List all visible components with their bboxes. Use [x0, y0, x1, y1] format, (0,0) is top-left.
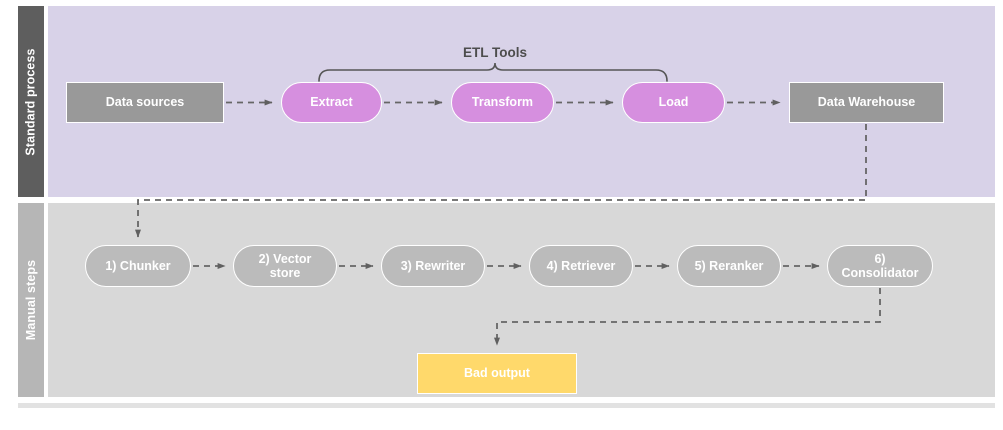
- etl-tools-label: ETL Tools: [463, 45, 527, 60]
- node-label-transform: Transform: [471, 95, 534, 110]
- node-rewriter[interactable]: 3) Rewriter: [381, 245, 485, 287]
- lane-label-manual-steps: Manual steps: [24, 259, 39, 341]
- node-consolidator[interactable]: 6) Consolidator: [827, 245, 933, 287]
- bottom-divider: [18, 403, 995, 408]
- node-label-bad-output: Bad output: [464, 366, 530, 381]
- node-label-data-warehouse: Data Warehouse: [817, 95, 916, 110]
- node-transform[interactable]: Transform: [451, 82, 554, 123]
- node-chunker[interactable]: 1) Chunker: [85, 245, 191, 287]
- node-label-load: Load: [658, 95, 689, 110]
- node-label-reranker: 5) Reranker: [694, 258, 764, 273]
- node-label-retriever: 4) Retriever: [546, 258, 616, 273]
- node-label-extract: Extract: [310, 95, 353, 110]
- node-bad-output[interactable]: Bad output: [417, 353, 577, 394]
- node-retriever[interactable]: 4) Retriever: [529, 245, 633, 287]
- node-label-chunker: 1) Chunker: [105, 258, 171, 273]
- node-vector-store[interactable]: 2) Vector store: [233, 245, 337, 287]
- node-label-rewriter: 3) Rewriter: [400, 258, 466, 273]
- node-label-vector-store: 2) Vector store: [258, 251, 312, 280]
- node-label-data-sources: Data sources: [105, 95, 185, 110]
- node-label-consolidator: 6) Consolidator: [841, 251, 919, 280]
- node-extract[interactable]: Extract: [281, 82, 382, 123]
- lane-header-standard-process: Standard process: [18, 6, 44, 197]
- lane-header-manual-steps: Manual steps: [18, 203, 44, 397]
- node-load[interactable]: Load: [622, 82, 725, 123]
- lane-label-standard-process: Standard process: [24, 47, 39, 156]
- node-reranker[interactable]: 5) Reranker: [677, 245, 781, 287]
- node-data-sources[interactable]: Data sources: [66, 82, 224, 123]
- node-data-warehouse[interactable]: Data Warehouse: [789, 82, 944, 123]
